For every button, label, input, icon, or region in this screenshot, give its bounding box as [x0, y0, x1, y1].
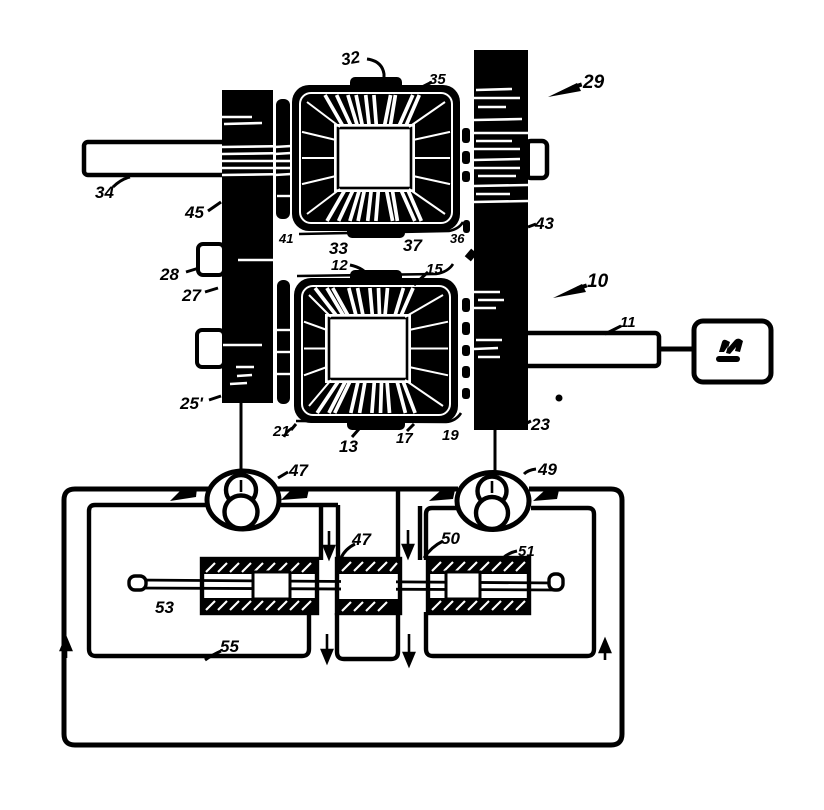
svg-text:28: 28	[159, 265, 179, 284]
svg-text:15: 15	[426, 261, 443, 278]
svg-text:17: 17	[396, 430, 413, 447]
svg-text:13: 13	[339, 437, 358, 456]
svg-text:47: 47	[288, 461, 309, 480]
svg-text:53: 53	[155, 598, 174, 617]
svg-text:41: 41	[278, 231, 293, 246]
svg-text:34: 34	[95, 183, 114, 202]
svg-text:36: 36	[450, 231, 465, 246]
svg-text:10: 10	[587, 271, 609, 292]
svg-text:35: 35	[429, 71, 446, 88]
svg-text:25': 25'	[179, 394, 204, 413]
svg-text:19: 19	[442, 427, 459, 444]
svg-text:45: 45	[184, 203, 204, 222]
svg-text:23: 23	[530, 415, 550, 434]
svg-text:49: 49	[537, 460, 557, 479]
svg-text:55: 55	[220, 637, 239, 656]
svg-text:29: 29	[582, 72, 605, 93]
svg-text:50: 50	[441, 529, 460, 548]
svg-text:33: 33	[329, 239, 348, 258]
svg-text:32: 32	[340, 47, 362, 69]
svg-text:12: 12	[331, 257, 348, 274]
svg-text:21: 21	[272, 423, 290, 440]
svg-text:43: 43	[534, 214, 554, 233]
svg-text:47: 47	[351, 530, 372, 549]
svg-text:51: 51	[518, 543, 535, 560]
svg-text:11: 11	[620, 314, 636, 331]
svg-text:37: 37	[403, 236, 423, 255]
svg-text:27: 27	[181, 286, 202, 305]
